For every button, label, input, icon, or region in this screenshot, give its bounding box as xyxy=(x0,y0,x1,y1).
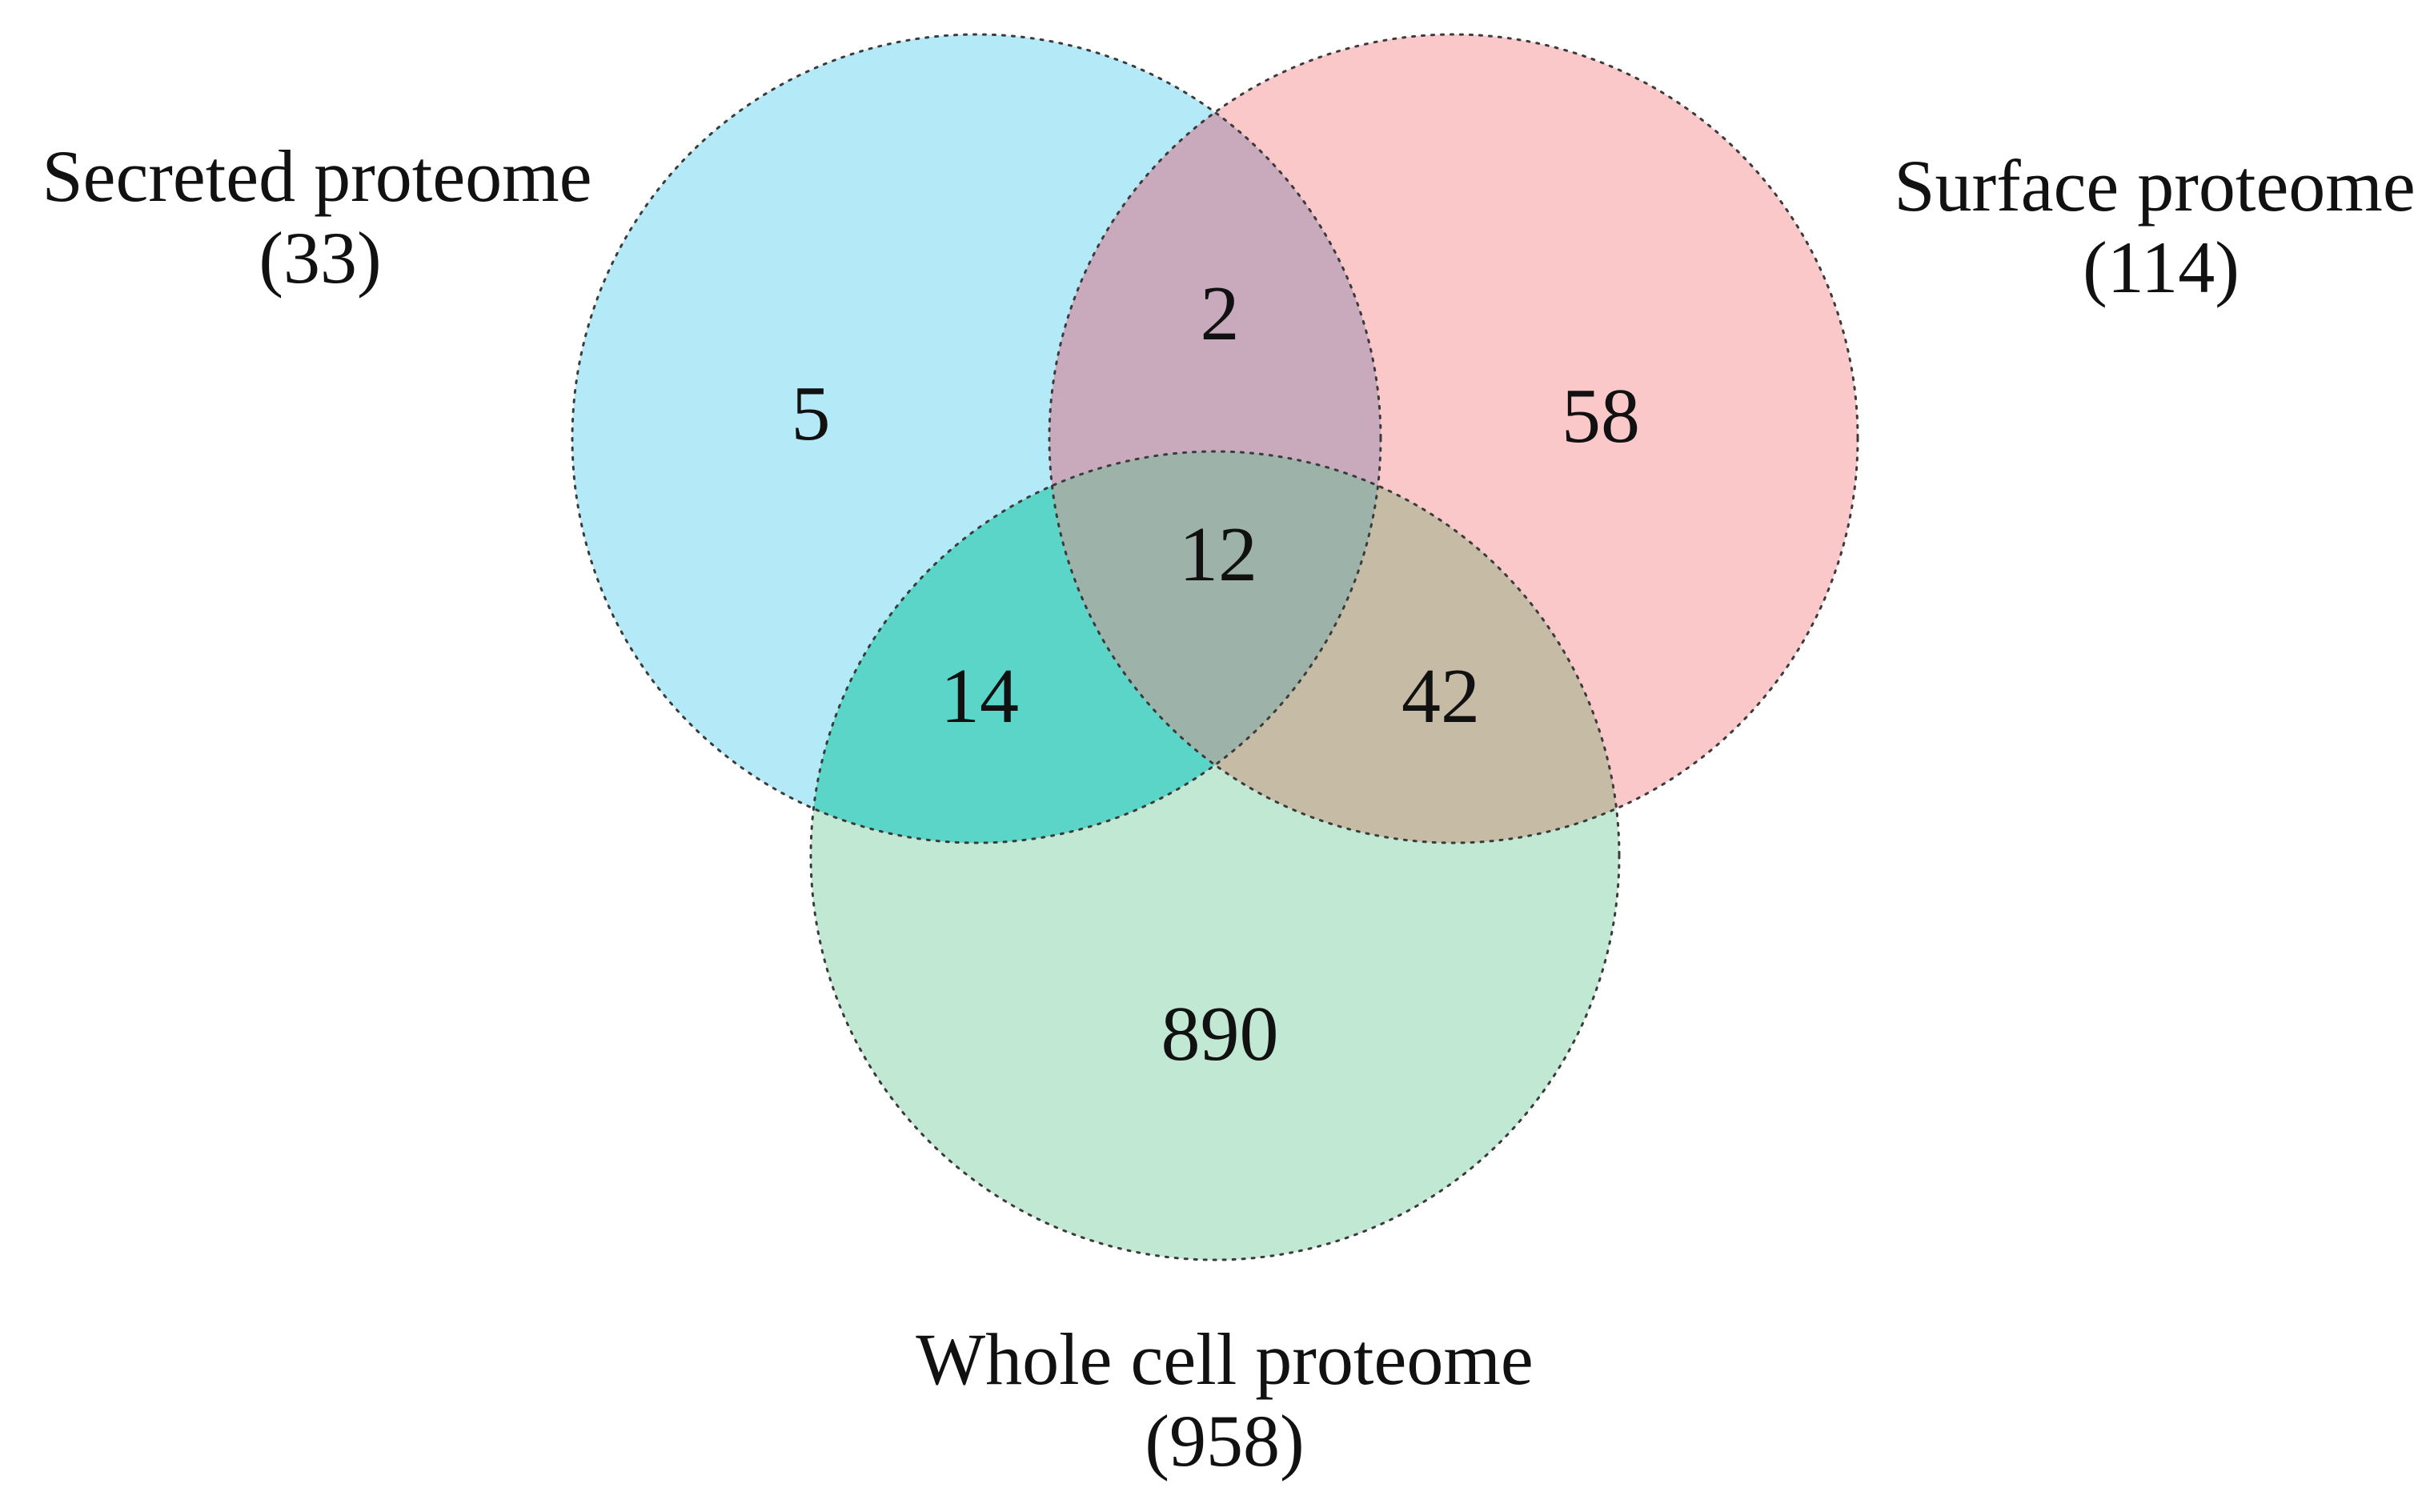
surface-proteome-label: Surface proteome xyxy=(1894,145,2415,227)
surface-proteome-count: (114) xyxy=(2083,227,2240,308)
secreted-proteome-count: (33) xyxy=(259,217,381,299)
surface-wholecell-overlap-region xyxy=(1049,451,1619,843)
value-all-three: 12 xyxy=(1179,511,1257,598)
whole-cell-circle-outline xyxy=(809,450,1621,1261)
secreted-proteome-label: Secreted proteome xyxy=(42,135,591,217)
value-surface-only: 58 xyxy=(1562,373,1640,459)
value-secreted-only: 5 xyxy=(792,371,831,457)
value-secreted-whole: 14 xyxy=(940,653,1019,740)
secreted-circle-outline xyxy=(571,33,1382,844)
whole-cell-proteome-count: (958) xyxy=(1145,1400,1304,1482)
secreted-wholecell-overlap-region xyxy=(811,451,1381,843)
value-secreted-surface: 2 xyxy=(1201,271,1240,357)
whole-cell-proteome-label: Whole cell proteome xyxy=(916,1318,1533,1400)
value-whole-only: 890 xyxy=(1161,991,1279,1077)
value-surface-whole: 42 xyxy=(1401,653,1480,740)
surface-circle-outline xyxy=(1048,33,1859,844)
